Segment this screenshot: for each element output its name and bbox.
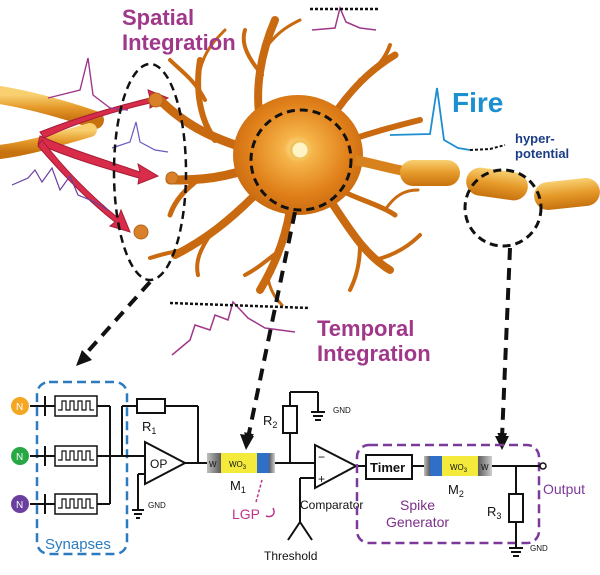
circuit: Synapses N N N [11, 380, 585, 563]
spike-label-1: Spike [400, 497, 435, 513]
fire-spike-wave [389, 87, 471, 151]
output-label: Output [543, 481, 585, 497]
svg-text:OP: OP [150, 457, 167, 471]
neuron [0, 16, 600, 307]
svg-text:WO3: WO3 [450, 463, 468, 474]
lgp-curl-icon [265, 507, 275, 518]
m1-label: M1 [230, 478, 246, 495]
gnd-label-r3: GND [530, 544, 548, 553]
synapse-device-3 [54, 493, 98, 515]
mapping-arrows [78, 211, 512, 443]
input-spike-wave-1 [47, 57, 129, 111]
comparator: − + [314, 443, 359, 490]
input-spike-wave-2 [111, 121, 169, 153]
r1-label: R1 [142, 419, 156, 436]
spatial-integration-region [112, 62, 188, 282]
output-axon [354, 155, 600, 210]
r3-label: R3 [487, 504, 501, 521]
svg-text:N: N [16, 500, 23, 511]
resistor-r3 [508, 493, 524, 523]
arrow-to-m2 [497, 247, 512, 443]
timer-label: Timer [370, 460, 405, 475]
axon-region [463, 168, 543, 248]
soma-region [249, 108, 353, 212]
svg-text:−: − [318, 450, 325, 464]
timer-block [365, 454, 413, 480]
spatial-label-1: Spatial [122, 5, 194, 30]
r2-label: R2 [263, 413, 277, 430]
synapse-device-1 [54, 395, 98, 417]
output-terminal [539, 462, 547, 470]
lgp-pointer [255, 479, 263, 503]
input-neuron-3: N [11, 495, 29, 513]
gnd-label-r2: GND [333, 406, 351, 415]
m2-label: M2 [448, 482, 464, 499]
arrow-to-synapses [78, 280, 152, 362]
memristor-m2: WO3 W [424, 456, 492, 476]
svg-text:N: N [16, 452, 23, 463]
resistor-r2 [282, 405, 298, 434]
hyper-label-1: hyper- [515, 131, 555, 146]
arrow-to-m1 [244, 211, 297, 443]
svg-text:W: W [209, 460, 217, 469]
svg-text:W: W [481, 463, 489, 472]
spike-label-2: Generator [386, 514, 449, 530]
lgp-label: LGP [232, 506, 260, 522]
soma-spike-wave [311, 5, 377, 31]
input-neuron-1: N [11, 397, 29, 415]
svg-text:+: + [318, 472, 325, 486]
input-neuron-2: N [11, 447, 29, 465]
spatial-label-2: Integration [122, 30, 236, 55]
synapses-label: Synapses [45, 536, 111, 553]
gnd-label-op: GND [148, 501, 166, 510]
temporal-label-1: Temporal [317, 316, 414, 341]
input-noise-wave [11, 166, 109, 211]
svg-text:WO3: WO3 [229, 460, 247, 471]
resistor-r1 [136, 398, 166, 414]
synaptic-knobs [133, 92, 179, 240]
spike-generator-box [355, 443, 541, 545]
fire-label: Fire [452, 87, 503, 118]
arrow-tips [76, 350, 509, 450]
synapses-box [35, 380, 129, 556]
temporal-dotted-line [169, 301, 311, 310]
synapse-device-2 [54, 445, 98, 467]
comparator-label: Comparator [300, 498, 363, 512]
hyper-label-2: potential [515, 146, 569, 161]
waveforms [11, 5, 506, 356]
temporal-wave [171, 300, 296, 356]
hyperpotential-wave [469, 144, 506, 151]
nucleus [289, 139, 311, 161]
threshold-label: Threshold [264, 549, 317, 563]
temporal-label-2: Integration [317, 341, 431, 366]
svg-text:N: N [16, 402, 23, 413]
memristor-m1: W WO3 [207, 453, 275, 473]
op-amp: OP [144, 440, 188, 486]
